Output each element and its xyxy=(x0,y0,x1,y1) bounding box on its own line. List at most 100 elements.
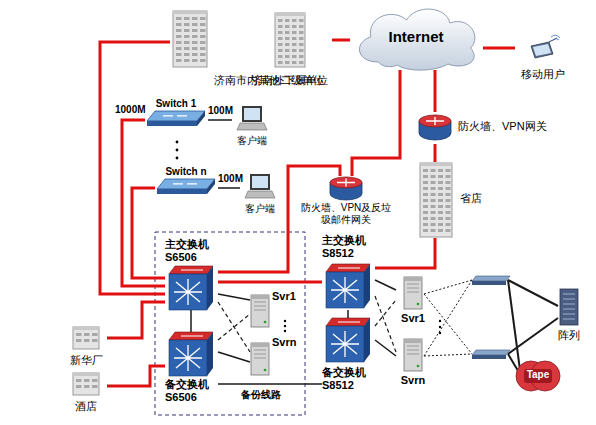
network-node: 客户端 xyxy=(232,106,273,150)
node-label: 备交换机 S8512 xyxy=(322,366,374,392)
node-label: Svrn xyxy=(396,374,430,387)
network-node: Switch n xyxy=(155,166,218,196)
dashed-group-frame xyxy=(155,232,305,415)
node-label: 备交换机 S6506 xyxy=(165,378,217,404)
network-node: 省店 xyxy=(418,162,493,238)
server-icon xyxy=(250,342,270,376)
node-label: 防火墙、VPN网关 xyxy=(458,120,547,133)
router-icon xyxy=(418,114,452,140)
network-link xyxy=(352,70,400,176)
network-node: 备交换机 S6506 xyxy=(165,332,218,406)
network-link xyxy=(375,340,396,356)
fibre-switch xyxy=(472,350,510,359)
building-icon xyxy=(72,326,100,350)
network-link xyxy=(218,352,250,362)
node-label: 防火墙、VPN及反垃圾邮件网关 xyxy=(298,202,394,226)
network-node: 备交换机 S8512 xyxy=(322,318,375,394)
network-link xyxy=(347,310,349,318)
building-icon xyxy=(419,162,453,238)
ellipsis-dots xyxy=(176,141,179,160)
ellipsis-dots xyxy=(284,320,286,332)
network-link xyxy=(375,280,396,290)
node-label: 省店 xyxy=(460,192,482,205)
node-label: Svr1 xyxy=(272,290,296,303)
node-label: Svrn xyxy=(272,336,296,349)
network-link xyxy=(483,47,515,50)
core-switch-icon xyxy=(326,264,370,308)
network-link xyxy=(434,70,437,112)
laptop-icon xyxy=(245,174,275,200)
network-node: 客户端 xyxy=(240,174,281,218)
network-node: 防火墙、VPN及反垃圾邮件网关 xyxy=(298,176,395,228)
network-link xyxy=(132,188,165,278)
network-node: 移动用户 xyxy=(515,36,572,86)
server-icon xyxy=(403,338,423,372)
network-link xyxy=(218,302,250,352)
network-link xyxy=(190,310,192,332)
network-node: Internet xyxy=(350,4,483,70)
building-icon xyxy=(72,372,100,396)
network-node: 新华厂 xyxy=(66,326,107,369)
network-link xyxy=(107,302,165,338)
network-node: 主交换机 S6506 xyxy=(165,238,218,310)
node-label: Switch 1 xyxy=(145,98,207,110)
network-link xyxy=(375,238,435,268)
storage-links xyxy=(508,280,558,374)
network-node: Svrn xyxy=(250,336,300,376)
mobile-user-icon xyxy=(527,36,559,62)
network-link xyxy=(208,119,232,121)
bandwidth-label: 100M xyxy=(217,173,244,185)
laptop-icon xyxy=(237,106,267,132)
network-link xyxy=(375,300,396,326)
node-label: Switch n xyxy=(155,166,217,178)
node-label: 主交换机 S6506 xyxy=(165,238,217,264)
node-label: 酒店 xyxy=(66,400,106,413)
node-label: 济南外下属单位 xyxy=(251,74,328,87)
network-node: 主交换机 S8512 xyxy=(322,234,375,310)
network-link xyxy=(218,383,322,385)
node-label: Svr1 xyxy=(396,312,430,325)
core-switch-icon xyxy=(326,318,370,362)
network-node: Svrn xyxy=(396,338,431,390)
network-node: 阵列 xyxy=(552,288,587,346)
node-label: 客户端 xyxy=(232,135,272,147)
network-node: Svr1 xyxy=(396,276,431,328)
network-link xyxy=(218,314,250,340)
node-label: Internet xyxy=(350,28,482,46)
network-link xyxy=(332,39,350,42)
network-link xyxy=(122,120,165,286)
network-link xyxy=(218,281,322,284)
network-node: 防火墙、VPN网关 xyxy=(418,112,558,144)
router-icon xyxy=(329,176,363,200)
network-link xyxy=(218,187,240,189)
workgroup-switch-icon xyxy=(157,179,215,194)
bandwidth-label: 100M xyxy=(207,105,234,117)
disk-array-icon xyxy=(559,288,579,326)
node-label: 客户端 xyxy=(240,203,280,215)
network-node: Switch 1 xyxy=(145,98,208,128)
building-icon xyxy=(172,10,208,68)
workgroup-switch-icon xyxy=(147,111,205,126)
node-label: 新华厂 xyxy=(66,354,106,367)
fibre-switch xyxy=(472,276,510,285)
node-label: Tape xyxy=(515,369,561,381)
network-link xyxy=(434,144,437,162)
node-label: 主交换机 S8512 xyxy=(322,234,374,260)
network-node: 济南外下属单位 xyxy=(248,12,332,90)
core-switch-icon xyxy=(169,332,213,376)
storage-links xyxy=(424,280,472,356)
node-label: 移动用户 xyxy=(515,68,571,81)
server-icon xyxy=(403,276,423,310)
network-link xyxy=(107,366,165,386)
network-node: 酒店 xyxy=(66,372,107,415)
core-switch-icon xyxy=(169,266,213,310)
bandwidth-label: 备份线路 xyxy=(240,389,282,401)
network-link xyxy=(100,42,170,294)
network-link xyxy=(218,294,250,300)
network-node: Tape xyxy=(515,360,562,392)
network-node: Svr1 xyxy=(250,290,300,330)
bandwidth-label: 1000M xyxy=(114,104,147,116)
network-link xyxy=(375,296,396,352)
building-icon xyxy=(274,12,306,68)
server-icon xyxy=(250,294,270,328)
